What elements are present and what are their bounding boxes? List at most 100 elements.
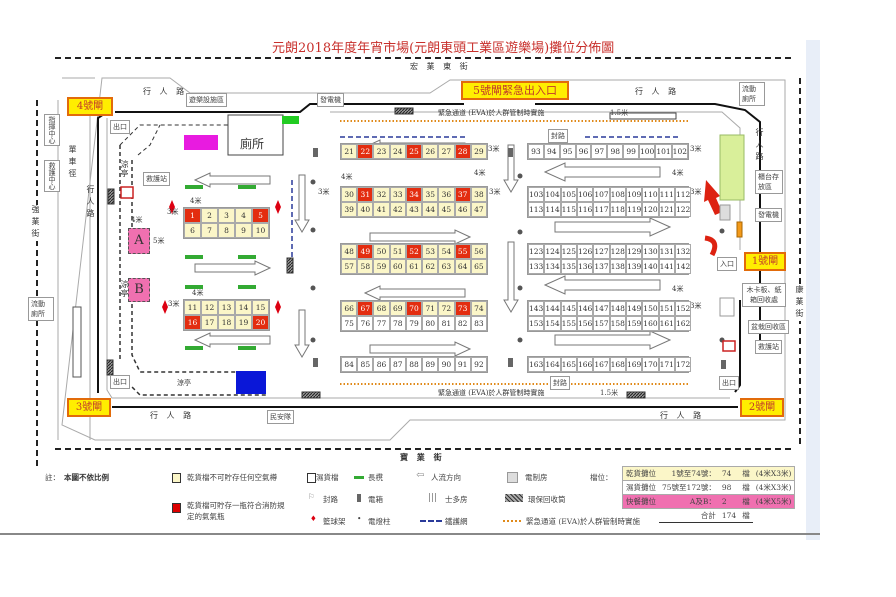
stall-77[interactable]: 77 [373,316,390,331]
stall-136[interactable]: 136 [576,259,594,274]
stall-8[interactable]: 8 [218,223,235,238]
stall-36[interactable]: 36 [438,187,455,202]
stall-7[interactable]: 7 [201,223,218,238]
stall-146[interactable]: 146 [576,301,594,316]
gate-5-emergency[interactable]: 5號閘緊急出入口 [461,81,569,100]
stall-119[interactable]: 119 [625,202,643,217]
stall-46[interactable]: 46 [454,202,471,217]
stall-88[interactable]: 88 [405,357,423,372]
stall-103[interactable]: 103 [528,187,545,202]
stall-133[interactable]: 133 [528,259,545,274]
stall-86[interactable]: 86 [373,357,390,372]
stall-84[interactable]: 84 [341,357,358,372]
stall-151[interactable]: 151 [658,301,675,316]
stall-56[interactable]: 56 [470,244,487,259]
stall-82[interactable]: 82 [454,316,471,331]
stall-81[interactable]: 81 [438,316,455,331]
stall-111[interactable]: 111 [658,187,675,202]
stall-135[interactable]: 135 [560,259,577,274]
stall-95[interactable]: 95 [559,144,576,159]
stall-16[interactable]: 16 [184,315,201,330]
stall-94[interactable]: 94 [543,144,560,159]
stall-143[interactable]: 143 [528,301,545,316]
stall-83[interactable]: 83 [470,316,487,331]
stall-132[interactable]: 132 [674,244,692,259]
stall-37[interactable]: 37 [454,187,471,202]
stall-141[interactable]: 141 [658,259,675,274]
stall-75[interactable]: 75 [341,316,358,331]
stall-4[interactable]: 4 [235,208,252,223]
stall-161[interactable]: 161 [658,316,675,331]
stall-44[interactable]: 44 [422,202,439,217]
stall-147[interactable]: 147 [593,301,610,316]
stall-91[interactable]: 91 [454,357,471,372]
stall-17[interactable]: 17 [201,315,218,330]
stall-92[interactable]: 92 [470,357,487,372]
stall-3[interactable]: 3 [218,208,235,223]
stall-72[interactable]: 72 [438,301,455,316]
stall-127[interactable]: 127 [593,244,610,259]
stall-98[interactable]: 98 [607,144,624,159]
stall-89[interactable]: 89 [422,357,439,372]
stall-166[interactable]: 166 [576,357,594,372]
stall-6[interactable]: 6 [184,223,201,238]
stall-32[interactable]: 32 [373,187,390,202]
stall-148[interactable]: 148 [609,301,626,316]
stall-109[interactable]: 109 [625,187,643,202]
stall-58[interactable]: 58 [357,259,374,274]
stall-9[interactable]: 9 [235,223,252,238]
stall-5[interactable]: 5 [252,208,269,223]
stall-116[interactable]: 116 [576,202,594,217]
stall-115[interactable]: 115 [560,202,577,217]
stall-122[interactable]: 122 [674,202,692,217]
stall-29[interactable]: 29 [470,144,487,159]
stall-50[interactable]: 50 [373,244,390,259]
stall-129[interactable]: 129 [625,244,643,259]
stall-80[interactable]: 80 [422,316,439,331]
stall-124[interactable]: 124 [544,244,561,259]
stall-99[interactable]: 99 [623,144,640,159]
stall-69[interactable]: 69 [389,301,406,316]
gate-4[interactable]: 4號閘 [67,97,113,116]
stall-131[interactable]: 131 [658,244,675,259]
stall-145[interactable]: 145 [560,301,577,316]
stall-170[interactable]: 170 [642,357,659,372]
stall-137[interactable]: 137 [593,259,610,274]
stall-64[interactable]: 64 [454,259,471,274]
stall-118[interactable]: 118 [609,202,626,217]
stall-11[interactable]: 11 [184,300,201,315]
stall-68[interactable]: 68 [373,301,390,316]
stall-100[interactable]: 100 [639,144,656,159]
stall-110[interactable]: 110 [642,187,659,202]
stall-172[interactable]: 172 [674,357,692,372]
stall-154[interactable]: 154 [544,316,561,331]
stall-71[interactable]: 71 [422,301,439,316]
stall-167[interactable]: 167 [593,357,610,372]
stall-105[interactable]: 105 [560,187,577,202]
stall-45[interactable]: 45 [438,202,455,217]
stall-164[interactable]: 164 [544,357,561,372]
stall-24[interactable]: 24 [389,144,406,159]
stall-107[interactable]: 107 [593,187,610,202]
stall-128[interactable]: 128 [609,244,626,259]
stall-108[interactable]: 108 [609,187,626,202]
stall-144[interactable]: 144 [544,301,561,316]
stall-134[interactable]: 134 [544,259,561,274]
stall-19[interactable]: 19 [235,315,252,330]
stall-43[interactable]: 43 [405,202,423,217]
stall-117[interactable]: 117 [593,202,610,217]
stall-1[interactable]: 1 [184,208,201,223]
stall-27[interactable]: 27 [438,144,455,159]
stall-150[interactable]: 150 [642,301,659,316]
stall-149[interactable]: 149 [625,301,643,316]
stall-10[interactable]: 10 [252,223,269,238]
stall-74[interactable]: 74 [470,301,487,316]
stall-157[interactable]: 157 [593,316,610,331]
stall-33[interactable]: 33 [389,187,406,202]
stall-158[interactable]: 158 [609,316,626,331]
stall-12[interactable]: 12 [201,300,218,315]
stall-102[interactable]: 102 [671,144,688,159]
stall-159[interactable]: 159 [625,316,643,331]
stall-85[interactable]: 85 [357,357,374,372]
stall-93[interactable]: 93 [528,144,544,159]
